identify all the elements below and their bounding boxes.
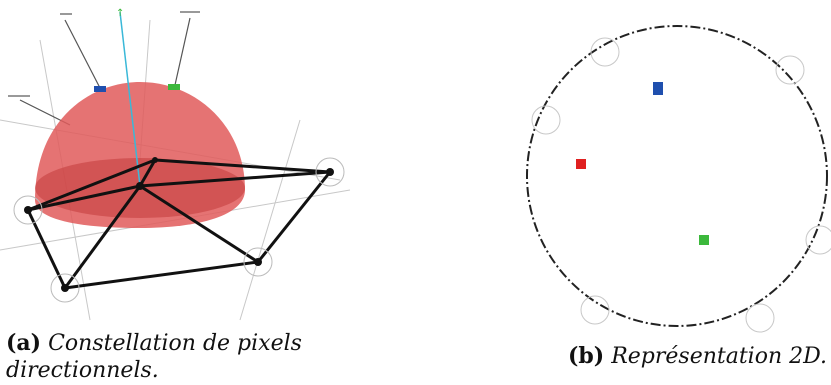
- axis-label-tick: ↑: [116, 8, 124, 19]
- caption-a: (a) Constellation de pixels directionnel…: [6, 330, 356, 384]
- green-pixel: [699, 235, 709, 245]
- vertex-halos: [13, 157, 345, 303]
- blue-pixel-marker: [94, 86, 106, 92]
- blue-pixel: [653, 82, 663, 95]
- caption-b-text: Représentation 2D.: [611, 344, 827, 369]
- subfigure-b: (b) Représentation 2D.: [520, 0, 831, 385]
- red-pixel: [576, 159, 586, 169]
- circle-halos: [531, 37, 831, 333]
- caption-a-line2: directionnels.: [6, 358, 159, 383]
- projection-circle: [526, 25, 828, 327]
- subfigure-a: ↑: [0, 0, 360, 385]
- representation-2d-illustration: [526, 25, 831, 333]
- green-pixel-marker: [168, 84, 180, 90]
- constellation-3d-illustration: ↑: [0, 8, 351, 321]
- caption-b: (b) Représentation 2D.: [568, 343, 831, 370]
- caption-b-tag: (b): [568, 343, 605, 369]
- caption-a-line1: Constellation de pixels: [48, 331, 302, 356]
- ray-tick-marks: [8, 11, 200, 97]
- normal-axis: [119, 11, 141, 187]
- caption-a-tag: (a): [6, 330, 42, 356]
- mesh-vertices: [24, 157, 334, 292]
